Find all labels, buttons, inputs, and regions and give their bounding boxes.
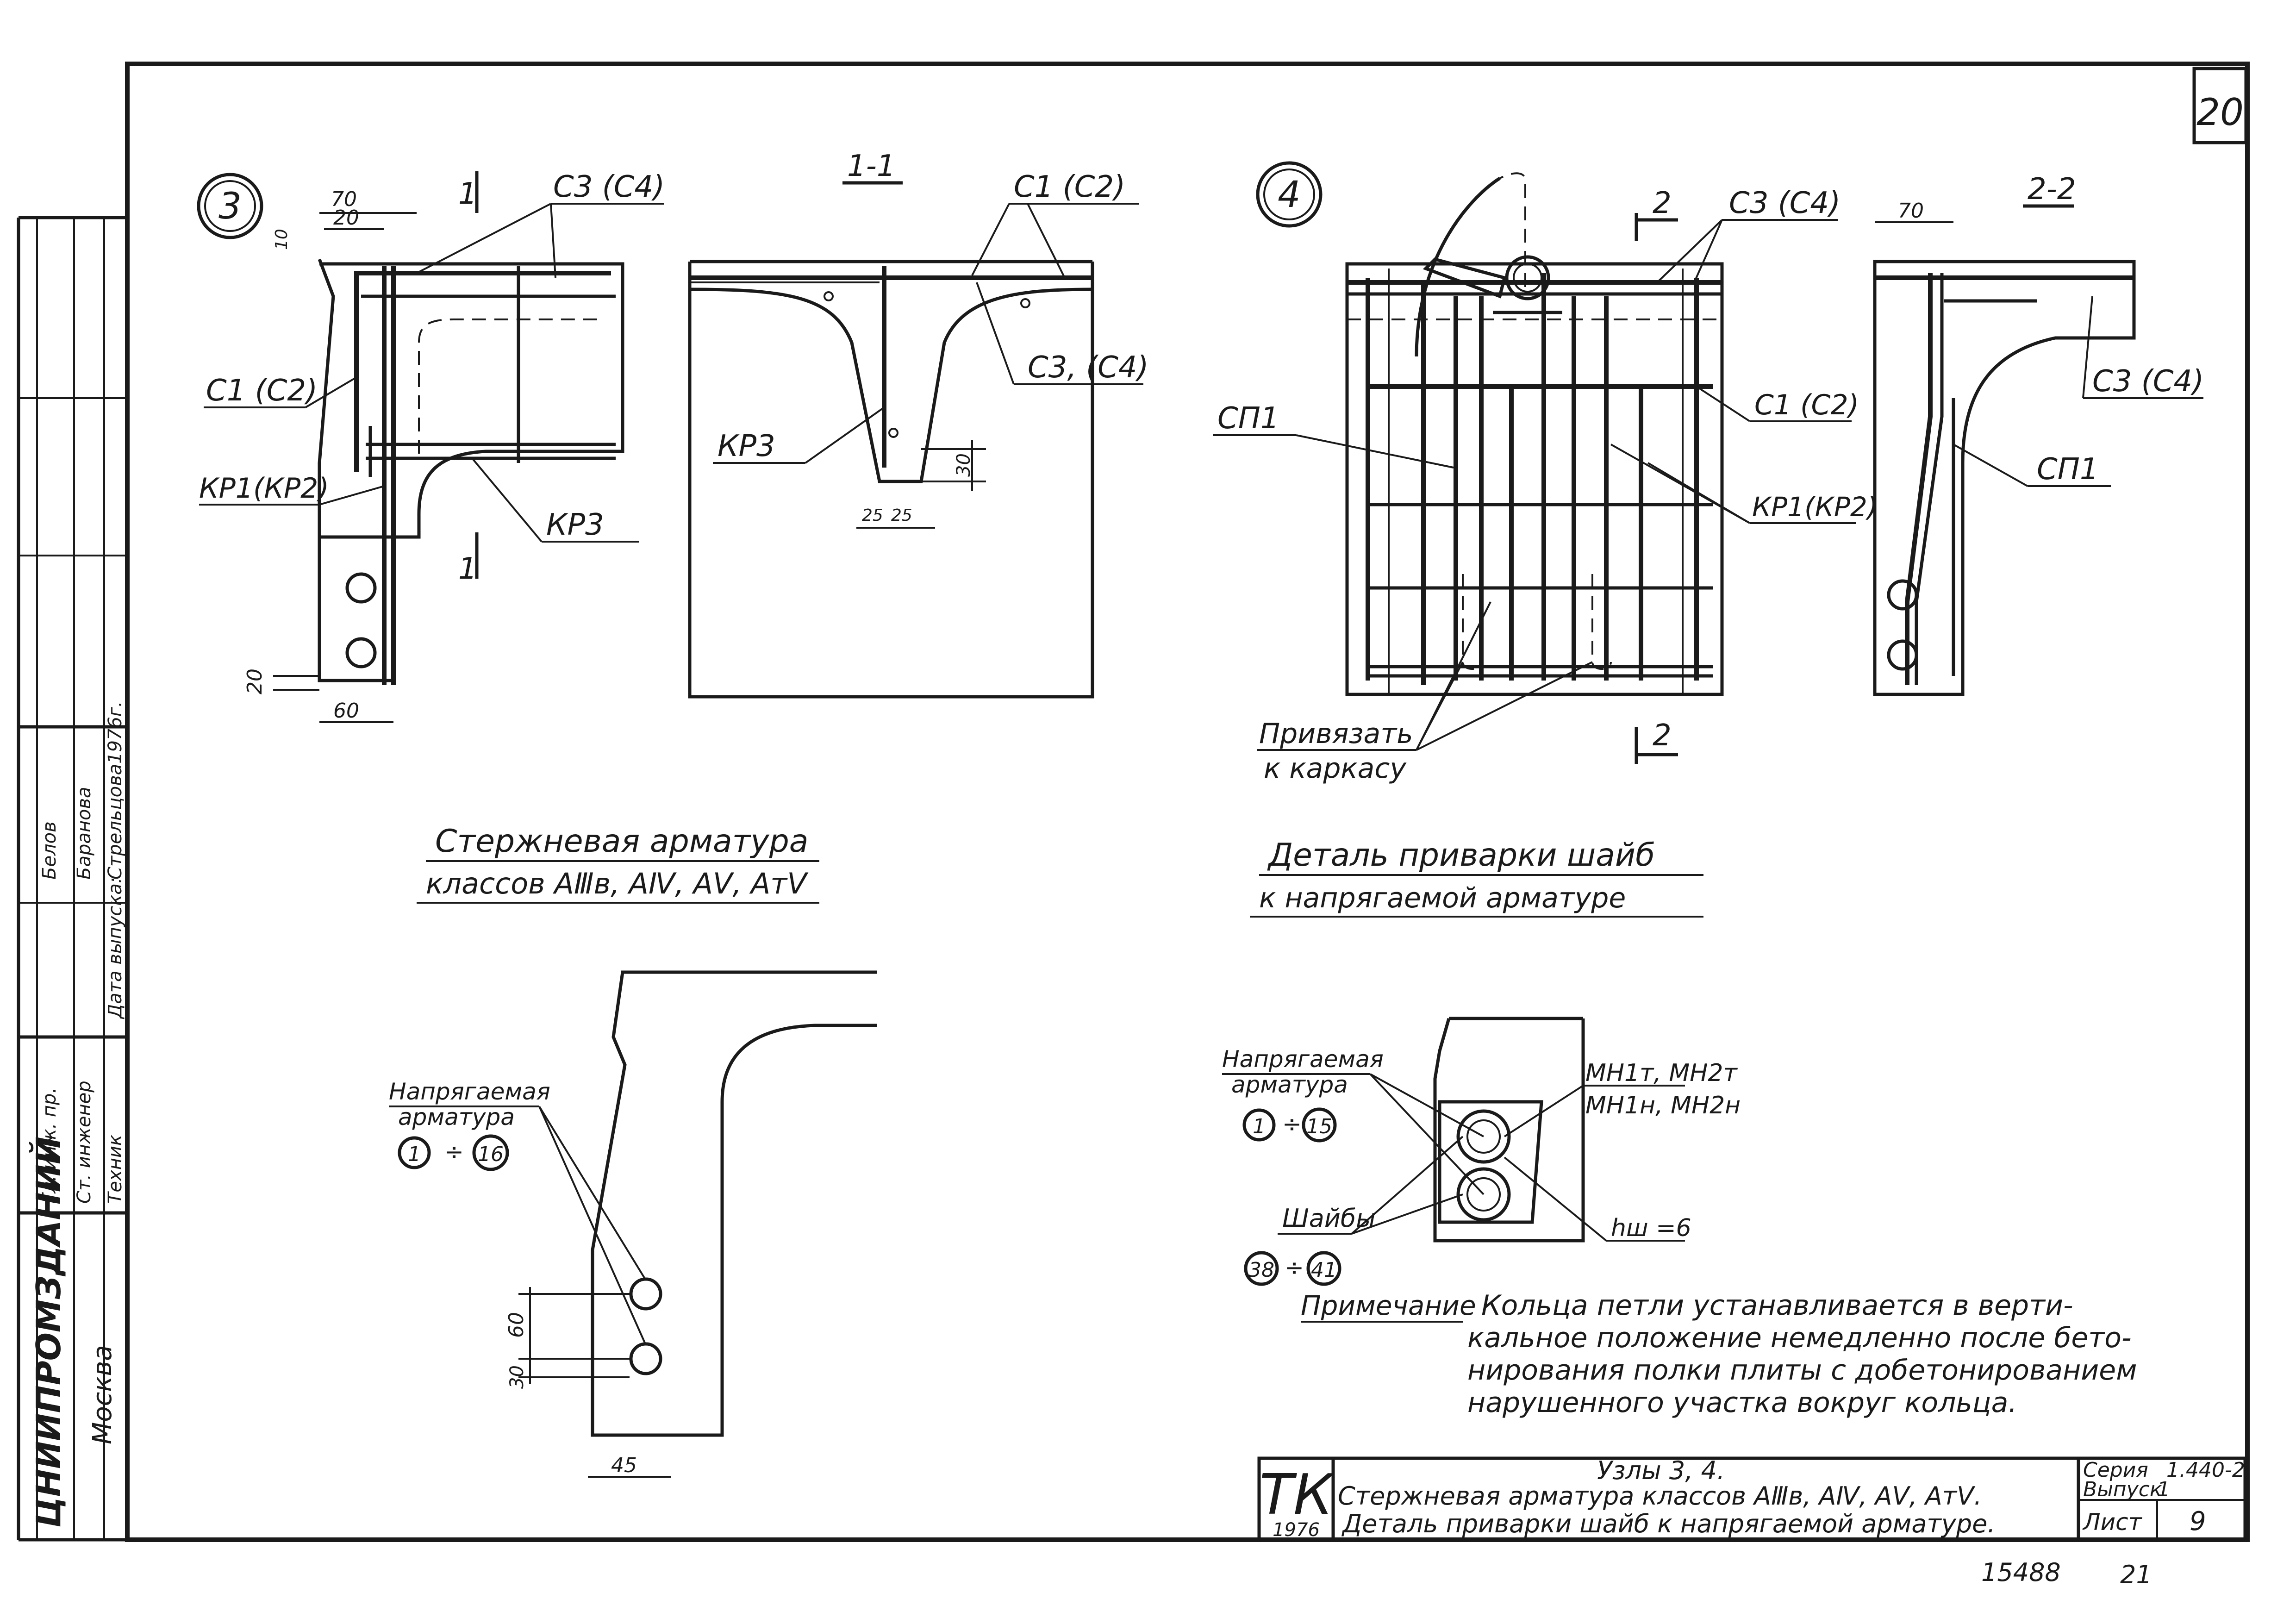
stamp-name-3: Стрельцова xyxy=(105,764,126,880)
section11-title: 1-1 xyxy=(847,149,896,183)
node-4-marker: 4 xyxy=(1278,174,1301,216)
washer-range-from: 1 xyxy=(1253,1115,1266,1138)
node4-tie-label-1: Привязать xyxy=(1259,718,1413,750)
bottom-code: 15488 xyxy=(1981,1558,2061,1587)
series-value: 1.440-2 xyxy=(2166,1458,2245,1482)
prestress-range-to: 16 xyxy=(478,1143,504,1166)
section22-label-c3c4: С3 (С4) xyxy=(2092,364,2204,399)
section11-dim-25b: 25 xyxy=(891,506,912,525)
note-line-4: нарушенного участка вокруг кольца. xyxy=(1467,1387,2017,1419)
stamp-role-2: Ст. инженер xyxy=(74,1081,95,1204)
section22-dim-70: 70 xyxy=(1898,199,1924,223)
note-line-1: Кольца петли устанавливается в верти- xyxy=(1481,1289,2073,1322)
title-line-1: Узлы 3, 4. xyxy=(1597,1456,1725,1485)
node4-section-top: 2 xyxy=(1653,186,1672,220)
section-1-1: 1-1 С1 (С2) С3, (С4) КР3 30 25 25 xyxy=(688,149,1148,699)
prestress-range-from: 1 xyxy=(408,1143,421,1166)
section11-label-c3c4: С3, (С4) xyxy=(1028,350,1148,385)
rod-caption-subtitle: классов АⅢв, АⅣ, АⅤ, АтⅤ xyxy=(426,867,809,900)
series-label: Серия xyxy=(2083,1458,2148,1482)
section22-title: 2-2 xyxy=(2028,172,2076,206)
node3-dim-60: 60 xyxy=(333,699,359,723)
node4-label-kr1kr2: КР1(КР2) xyxy=(1752,491,1878,523)
node-3: 3 70 20 10 20 60 1 1 С3 (С4) xyxy=(197,170,665,723)
sheet-label: Лист xyxy=(2082,1509,2143,1536)
prestress-detail: 60 30 45 Напрягаемая арматура 1 ÷ 16 xyxy=(389,970,877,1478)
stamp-name-4: 1976г. xyxy=(105,701,126,764)
prestress-label-2: арматура xyxy=(398,1104,515,1131)
section22-label-sp1: СП1 xyxy=(2037,452,2099,487)
node4-label-c1c2: С1 (С2) xyxy=(1754,389,1859,421)
stamp-name-2: Баранова xyxy=(74,787,95,880)
washer-mn-label-1: МН1т, МН2т xyxy=(1585,1059,1738,1087)
node-3-marker: 3 xyxy=(218,186,242,227)
washer-mn-label-2: МН1н, МН2н xyxy=(1585,1092,1741,1119)
bottom-page: 21 xyxy=(2120,1560,2152,1589)
section11-dim-30: 30 xyxy=(953,453,974,477)
node3-label-kr3: КР3 xyxy=(546,508,604,542)
issue-label: Выпуск xyxy=(2083,1478,2162,1501)
node3-dim-20b: 20 xyxy=(243,668,267,694)
node3-label-c1c2: С1 (С2) xyxy=(206,374,318,408)
node4-label-c3c4: С3 (С4) xyxy=(1729,186,1841,220)
issue-value: 1 xyxy=(2157,1478,2170,1501)
washer-range-divider: ÷ xyxy=(1282,1111,1302,1137)
rod-caption-title: Стержневая арматура xyxy=(435,823,808,860)
node3-dim-70: 70 xyxy=(331,187,357,211)
washer-caption-title: Деталь приварки шайб xyxy=(1267,837,1655,874)
prestress-dim-60: 60 xyxy=(505,1312,528,1338)
washer-prestress-label-2: арматура xyxy=(1231,1071,1348,1098)
section11-dim-25a: 25 xyxy=(862,506,883,525)
prestress-dim-30: 30 xyxy=(506,1365,528,1389)
hw-label: hш =6 xyxy=(1611,1214,1691,1242)
stamp-name-1: Белов xyxy=(39,821,60,880)
washer-detail: Напрягаемая арматура 1 ÷ 15 МН1т, МН2т М… xyxy=(1222,1017,1741,1286)
stamp-role-3: Техник xyxy=(105,1135,126,1204)
note-block: Примечание Кольца петли устанавливается … xyxy=(1301,1289,2137,1419)
title-tk: ТК xyxy=(1260,1463,1335,1527)
sheet-value: 9 xyxy=(2190,1506,2206,1537)
section11-label-kr3: КР3 xyxy=(718,429,775,463)
org-city: Москва xyxy=(87,1345,118,1444)
org-name: ЦНИИПРОМЗДАНИЙ xyxy=(29,1137,68,1528)
node3-label-kr1kr2: КР1(КР2) xyxy=(199,472,329,505)
sheet-number: 20 xyxy=(2196,91,2244,134)
stamp-role-1: Гл. инж. пр. xyxy=(39,1087,60,1204)
captions: Стержневая арматура классов АⅢв, АⅣ, АⅤ,… xyxy=(417,823,1703,918)
node3-dim-20: 20 xyxy=(333,206,359,230)
section-2-2: 2-2 70 С3 (С4) СП1 xyxy=(1873,172,2204,696)
washers-range-from: 38 xyxy=(1248,1258,1274,1282)
node3-dim-10: 10 xyxy=(272,229,291,250)
prestress-dim-45: 45 xyxy=(611,1454,637,1477)
node4-section-bottom: 2 xyxy=(1653,718,1672,753)
node3-section-mark-top: 1 xyxy=(458,177,477,211)
title-year: 1976 xyxy=(1273,1519,1320,1541)
note-heading: Примечание xyxy=(1301,1290,1476,1321)
washer-range-to: 15 xyxy=(1306,1115,1332,1138)
title-line-2: Стержневая арматура классов АⅢв, АⅣ, АⅤ,… xyxy=(1338,1481,1982,1511)
node-4: 4 2 2 xyxy=(1213,161,1878,785)
washers-range-divider: ÷ xyxy=(1285,1254,1304,1281)
stamp-role-4: Дата выпуска: xyxy=(105,877,126,1019)
node3-section-mark-bottom: 1 xyxy=(458,552,477,586)
title-line-3: Деталь приварки шайб к напрягаемой армат… xyxy=(1341,1509,1996,1538)
prestress-label-1: Напрягаемая xyxy=(389,1078,550,1105)
side-stamp: Гл. инж. пр. Ст. инженер Техник Белов Ба… xyxy=(17,216,127,1542)
note-line-2: кальное положение немедленно после бето- xyxy=(1467,1322,2132,1354)
washers-label: Шайбы xyxy=(1282,1204,1376,1233)
node4-label-sp1: СП1 xyxy=(1217,401,1279,436)
washer-caption-subtitle: к напрягаемой арматуре xyxy=(1259,882,1626,914)
node3-label-c3c4: С3 (С4) xyxy=(553,170,665,204)
title-block: ТК 1976 Узлы 3, 4. Стержневая арматура к… xyxy=(1257,1456,2247,1541)
sheet-frame: 20 xyxy=(125,62,2250,1542)
note-line-3: нирования полки плиты с добетонированием xyxy=(1467,1354,2137,1387)
washers-range-to: 41 xyxy=(1311,1258,1337,1282)
section11-label-c1c2: С1 (С2) xyxy=(1014,170,1125,204)
washer-prestress-label-1: Напрягаемая xyxy=(1222,1046,1384,1073)
prestress-range-divider: ÷ xyxy=(444,1138,464,1165)
node4-tie-label-2: к каркасу xyxy=(1264,752,1407,785)
